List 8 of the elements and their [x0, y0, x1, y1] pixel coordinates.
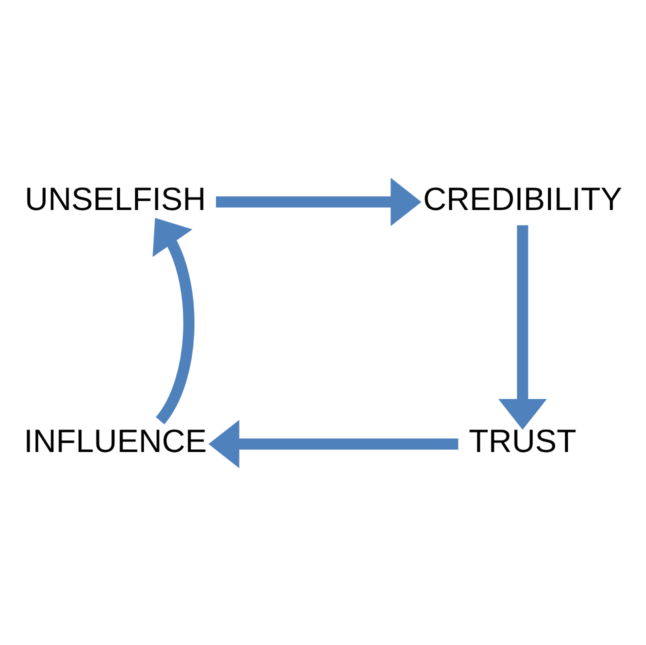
arrow [498, 224, 547, 430]
arrow [208, 419, 458, 468]
arrow [216, 177, 422, 226]
node-text: INFLUENCE [24, 422, 207, 458]
node-text: TRUST [468, 422, 576, 458]
node-text: UNSELFISH [24, 180, 206, 216]
node-text: CREDIBILITY [423, 180, 622, 216]
arrow [152, 217, 194, 424]
